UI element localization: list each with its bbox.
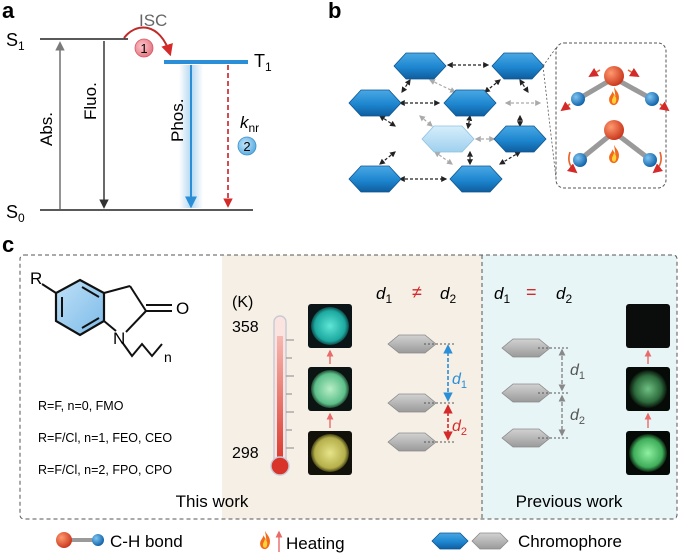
d1-prev: d1 bbox=[570, 362, 585, 382]
step1-badge bbox=[134, 38, 154, 58]
t1-level bbox=[164, 60, 248, 64]
panel-c: c R O N n R=F, n=0, FMO R=F/Cl, n=1, FEO… bbox=[2, 232, 678, 520]
step1-text: 1 bbox=[140, 41, 147, 56]
ch-vibration-stretch bbox=[560, 66, 670, 112]
sample-photos-this-work bbox=[308, 304, 352, 475]
legend-ch-bond: C-H bond bbox=[110, 532, 183, 551]
panel-c-label: c bbox=[2, 232, 14, 257]
step2-badge bbox=[237, 136, 257, 156]
r-group-label: R bbox=[30, 269, 42, 288]
panel-a: a S1 S0 T1 ISC 1 Abs. Fluo. Phos. knr 2 bbox=[2, 0, 272, 225]
chromophore-hex bbox=[449, 165, 503, 193]
heating-flame-icon bbox=[260, 530, 270, 550]
legend-heating: Heating bbox=[286, 534, 345, 553]
ch-bond-icon bbox=[56, 532, 104, 548]
previous-work-label: Previous work bbox=[516, 492, 623, 511]
variant-3: R=F/Cl, n=2, FPO, CPO bbox=[38, 463, 172, 477]
chromophore-hex bbox=[348, 165, 402, 193]
chromophore-icon bbox=[431, 532, 509, 550]
sample-photos-previous-work bbox=[626, 304, 670, 475]
molecule-structure: R O N n bbox=[30, 269, 189, 365]
t1-label: T1 bbox=[254, 51, 272, 74]
chromophore-hex bbox=[493, 125, 547, 153]
nitrogen-label: N bbox=[113, 329, 125, 348]
panel-c-frame bbox=[19, 254, 678, 520]
neq-d2: d2 bbox=[440, 284, 456, 306]
ch-vibration-bend bbox=[567, 120, 663, 174]
thermometer bbox=[270, 315, 294, 476]
isc-arrow bbox=[123, 26, 173, 57]
d2-prev: d2 bbox=[570, 407, 585, 427]
this-work-label: This work bbox=[176, 492, 249, 511]
abs-label: Abs. bbox=[37, 112, 56, 146]
oxygen-label: O bbox=[176, 299, 189, 318]
variant-2: R=F/Cl, n=1, FEO, CEO bbox=[38, 431, 172, 445]
variant-1: R=F, n=0, FMO bbox=[38, 399, 124, 413]
chromophore-hex bbox=[491, 52, 545, 80]
isc-label: ISC bbox=[139, 11, 167, 30]
eq-d2: d2 bbox=[556, 284, 572, 306]
panel-b-label: b bbox=[328, 0, 341, 23]
phos-label: Phos. bbox=[168, 99, 187, 142]
temp-low: 298 bbox=[232, 445, 259, 462]
step2-text: 2 bbox=[243, 139, 250, 154]
eq-sign: = bbox=[526, 282, 537, 302]
neq-sign: ≠ bbox=[412, 282, 422, 302]
panel-a-label: a bbox=[2, 0, 15, 23]
d2-this: d2 bbox=[452, 418, 467, 438]
neq-d1: d1 bbox=[376, 284, 392, 306]
chromophore-hex bbox=[443, 89, 497, 117]
temp-high: 358 bbox=[232, 319, 259, 336]
legend: C-H bond Heating Chromophore bbox=[56, 530, 622, 553]
stack-previous-work: d1 d2 bbox=[501, 338, 585, 448]
d1-this: d1 bbox=[452, 371, 467, 391]
chromophore-hex-excited bbox=[421, 125, 475, 153]
legend-chromophore: Chromophore bbox=[518, 532, 622, 551]
chromophore-lattice bbox=[348, 52, 547, 193]
eq-d1: d1 bbox=[494, 284, 510, 306]
chromophore-hex bbox=[393, 52, 447, 80]
s1-label: S1 bbox=[6, 30, 25, 53]
n-index-label: n bbox=[164, 349, 172, 365]
stack-this-work: d1 d2 bbox=[387, 334, 467, 452]
fluo-label: Fluo. bbox=[81, 82, 100, 120]
chromophore-hex bbox=[348, 89, 402, 117]
temp-unit: (K) bbox=[232, 294, 253, 311]
panel-b: b bbox=[328, 0, 670, 193]
s0-label: S0 bbox=[6, 202, 25, 225]
knr-label: knr bbox=[240, 113, 259, 135]
